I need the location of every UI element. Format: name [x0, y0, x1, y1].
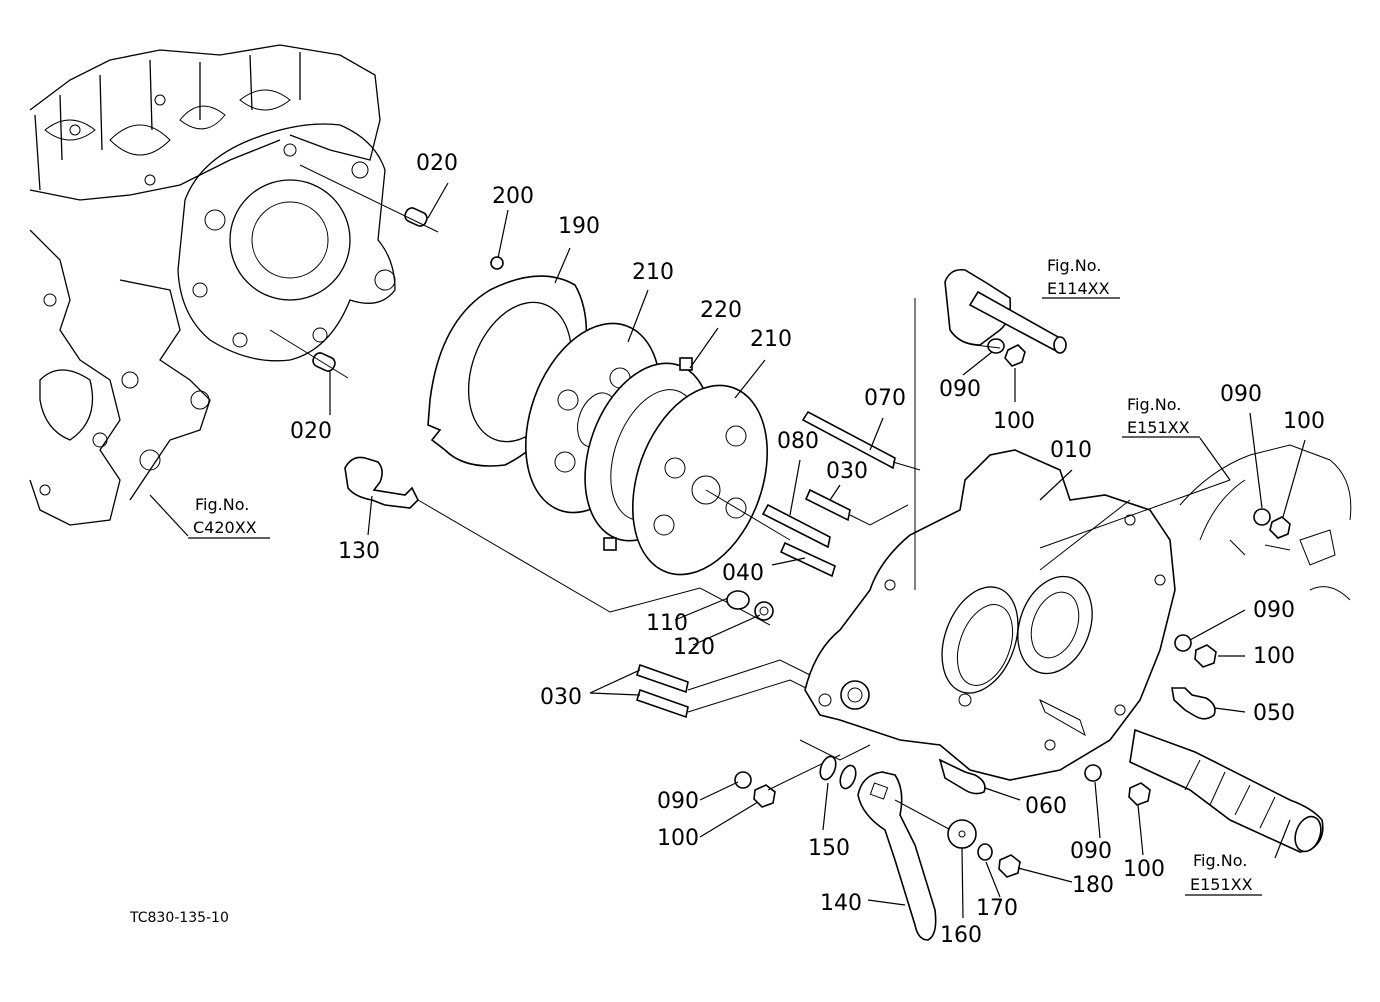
friction-plate-2: [631, 384, 791, 576]
diagram-code: TC830-135-10: [129, 910, 229, 926]
label-100-right-middle: 100: [1253, 644, 1295, 669]
release-lever: [857, 771, 961, 941]
label-050: 050: [1253, 701, 1295, 726]
label-020-lower: 020: [290, 419, 332, 444]
leader-lines: [149, 182, 1306, 919]
stud-bolt-030-upper: [804, 488, 909, 526]
stud-bolt-080: [761, 503, 831, 549]
label-030-upper: 030: [826, 459, 868, 484]
label-100-lower-left: 100: [657, 826, 699, 851]
clutch-housing: [804, 298, 1231, 781]
label-100-lower-right: 100: [1123, 857, 1165, 882]
transmission-fragment: [1179, 444, 1352, 601]
label-160: 160: [940, 923, 982, 948]
label-090-right-middle: 090: [1253, 598, 1295, 623]
label-120: 120: [673, 635, 715, 660]
label-170: 170: [976, 896, 1018, 921]
fig-ref-code: E151XX: [1190, 875, 1253, 894]
fig-ref-code: E114XX: [1047, 279, 1110, 298]
label-110: 110: [646, 611, 688, 636]
label-090-top: 090: [939, 377, 981, 402]
label-030-lower: 030: [540, 685, 582, 710]
label-140: 140: [820, 891, 862, 916]
label-180: 180: [1072, 873, 1114, 898]
fig-ref-e114xx: Fig.No. E114XX: [1042, 256, 1120, 299]
fig-ref-title: Fig.No.: [1047, 256, 1101, 275]
fig-ref-title: Fig.No.: [1127, 395, 1181, 414]
label-020-upper: 020: [416, 151, 458, 176]
label-010: 010: [1050, 438, 1092, 463]
label-150: 150: [808, 836, 850, 861]
plug-110: [726, 590, 774, 621]
label-060: 060: [1025, 794, 1067, 819]
label-200: 200: [492, 184, 534, 209]
part-labels: 010 020 020 030 030 040 050 060 070 080 …: [290, 151, 1325, 948]
label-220: 220: [700, 298, 742, 323]
stud-bolt-030-lower: [636, 659, 821, 719]
label-040: 040: [722, 561, 764, 586]
o-rings: [799, 739, 871, 790]
fig-ref-title: Fig.No.: [195, 495, 249, 514]
fig-ref-code: C420XX: [193, 518, 257, 537]
label-210-second: 210: [750, 327, 792, 352]
plug-050: [1171, 687, 1216, 720]
engine-block: [29, 44, 396, 526]
shaft-bracket: [944, 268, 1067, 367]
stud-bolt-040: [779, 541, 836, 578]
label-090-lower-right: 090: [1070, 839, 1112, 864]
washer-nut-right-lower: [1084, 764, 1151, 806]
bolt-060: [938, 758, 986, 795]
fig-ref-e151xx-lower: Fig.No. E151XX: [1185, 851, 1262, 896]
label-080: 080: [777, 429, 819, 454]
fig-ref-code: E151XX: [1127, 418, 1190, 437]
label-070: 070: [864, 386, 906, 411]
dowel-pin-upper: [299, 164, 439, 233]
label-090-right-upper: 090: [1220, 382, 1262, 407]
washer-nut-right-middle: [1174, 634, 1217, 668]
ball: [490, 256, 504, 270]
label-090-lower-left: 090: [657, 789, 699, 814]
washer-lockwasher-nut: [947, 819, 1021, 878]
fig-ref-title: Fig.No.: [1193, 851, 1247, 870]
input-shaft: [1129, 728, 1324, 853]
washer-nut-right-upper: [1253, 508, 1291, 539]
label-100-top: 100: [993, 409, 1035, 434]
label-100-right-upper: 100: [1283, 409, 1325, 434]
label-210-first: 210: [632, 260, 674, 285]
label-130: 130: [338, 539, 380, 564]
dowel-pin-lower: [269, 329, 349, 379]
fig-ref-c420xx: Fig.No. C420XX: [188, 495, 270, 539]
fig-ref-e151xx-upper: Fig.No. E151XX: [1122, 395, 1200, 438]
label-190: 190: [558, 214, 600, 239]
